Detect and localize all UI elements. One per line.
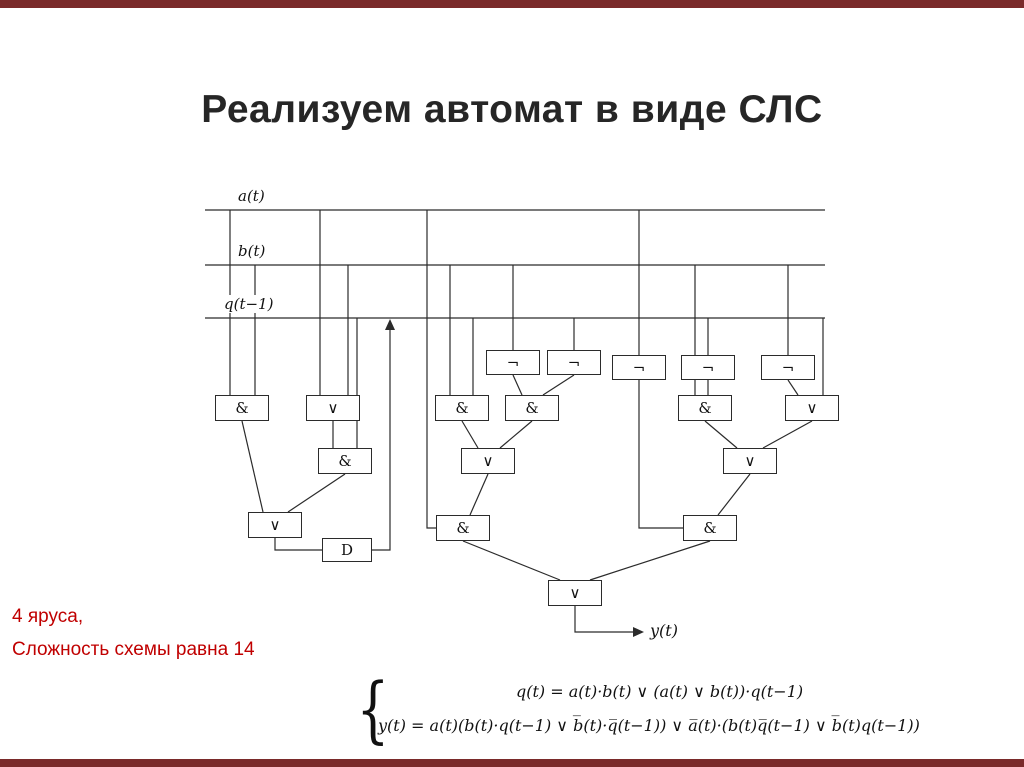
gate-or-ab: ∨ (306, 395, 360, 421)
gate-delay: D (322, 538, 372, 562)
bus-label-b: b(t) (236, 242, 268, 260)
gate-not-1: ¬ (486, 350, 540, 375)
gate-not-5: ¬ (761, 355, 815, 380)
page-title: Реализуем автомат в виде СЛС (201, 88, 823, 132)
formula-y: y(t) = a(t)(b(t)·q(t−1) ∨ b̅(t)·q̅(t−1))… (378, 716, 920, 735)
gate-and-na-right: & (683, 515, 737, 541)
bus-label-q: q(t−1) (222, 295, 276, 313)
gate-and-ab: & (215, 395, 269, 421)
note-tiers: 4 яруса, (12, 606, 84, 627)
output-arrow-icon (633, 627, 644, 637)
feedback-arrow-icon (385, 319, 395, 330)
gate-or-q: ∨ (248, 512, 302, 538)
gate-not-2: ¬ (547, 350, 601, 375)
gate-or-final: ∨ (548, 580, 602, 606)
gate-not-3: ¬ (612, 355, 666, 380)
gate-or-right: ∨ (723, 448, 777, 474)
gate-and-nb-nq: & (505, 395, 559, 421)
output-label: y(t) (650, 621, 678, 640)
gate-and-a-mid: & (436, 515, 490, 541)
note-complexity: Сложность схемы равна 14 (12, 639, 255, 660)
gate-and-b-nq: & (678, 395, 732, 421)
bus-label-a: a(t) (236, 187, 267, 205)
gate-or-mid: ∨ (461, 448, 515, 474)
formula-q: q(t) = a(t)·b(t) ∨ (a(t) ∨ b(t))·q(t−1) (516, 682, 804, 701)
gate-and-b-q: & (435, 395, 489, 421)
gate-not-4: ¬ (681, 355, 735, 380)
brace: { (356, 667, 390, 751)
gate-and-orab-q: & (318, 448, 372, 474)
bottom-accent-bar (0, 759, 1024, 767)
top-accent-bar (0, 0, 1024, 8)
gate-or-top-right: ∨ (785, 395, 839, 421)
